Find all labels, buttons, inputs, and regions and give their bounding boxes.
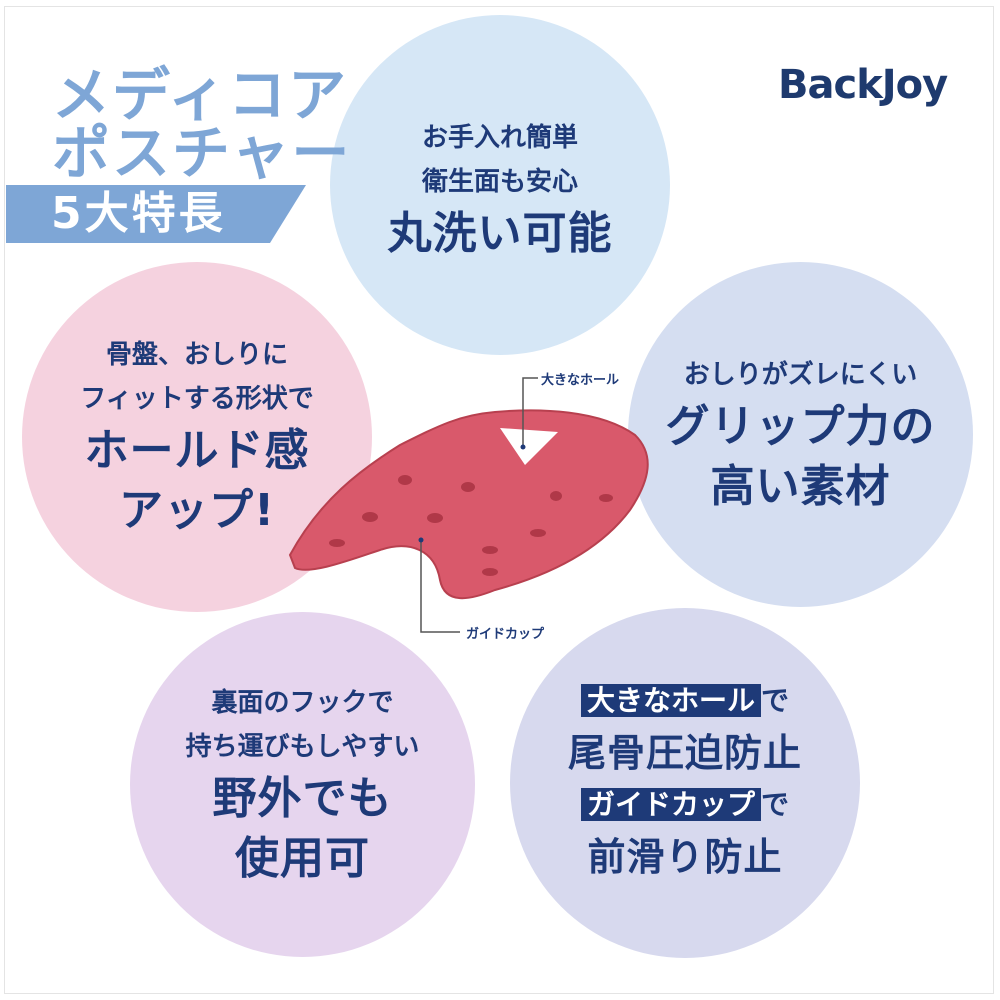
feature-main: 使用可 — [235, 832, 370, 884]
image-frame — [4, 6, 994, 994]
feature-line: ガイドカップで — [580, 783, 790, 827]
feature-main: 前滑り防止 — [587, 835, 783, 879]
feature-main: ホールド感 — [84, 425, 310, 476]
feature-sub: 骨盤、おしりに — [105, 340, 288, 370]
product-title-line2: ポスチャー — [52, 119, 352, 187]
product-title-line1: メディコア — [52, 61, 348, 129]
feature-suffix: で — [761, 788, 790, 821]
feature-sub: 持ち運びもしやすい — [185, 731, 420, 762]
feature-main: アップ! — [118, 485, 276, 536]
feature-suffix: で — [761, 684, 790, 717]
brand-logo: BackJoy — [778, 62, 948, 108]
vent-holes — [329, 475, 613, 576]
feature-main: グリップ力の — [665, 400, 936, 452]
feature-circle-washable: お手入れ簡単 衛生面も安心 丸洗い可能 — [330, 15, 670, 355]
feature-line: 大きなホールで — [580, 679, 790, 723]
seat-shape — [288, 409, 649, 600]
features-banner: 5大特長 — [6, 185, 306, 243]
highlight-label: 大きなホール — [580, 684, 761, 717]
feature-circle-prevention: 大きなホールで 尾骨圧迫防止 ガイドカップで 前滑り防止 — [510, 608, 860, 958]
feature-sub: フィットする形状で — [80, 384, 314, 414]
callout-large-hole: 大きなホール — [541, 373, 620, 388]
features-banner-label: 5大特長 — [51, 188, 226, 239]
large-hole — [500, 428, 558, 465]
feature-sub: 裏面のフックで — [211, 687, 394, 718]
feature-sub: おしりがズレにくい — [683, 359, 918, 390]
seat-cushion-image — [288, 377, 649, 633]
feature-circle-grip: おしりがズレにくい グリップ力の 高い素材 — [628, 262, 973, 607]
highlight-label: ガイドカップ — [580, 788, 761, 821]
feature-main: 丸洗い可能 — [387, 208, 613, 259]
feature-sub: 衛生面も安心 — [421, 167, 578, 197]
feature-circle-outdoor: 裏面のフックで 持ち運びもしやすい 野外でも 使用可 — [130, 612, 475, 957]
feature-main: 高い素材 — [710, 460, 891, 512]
feature-main: 野外でも — [212, 772, 393, 824]
feature-main: 尾骨圧迫防止 — [567, 731, 802, 775]
callout-guide-cup: ガイドカップ — [466, 627, 545, 642]
feature-sub: お手入れ簡単 — [421, 123, 578, 153]
